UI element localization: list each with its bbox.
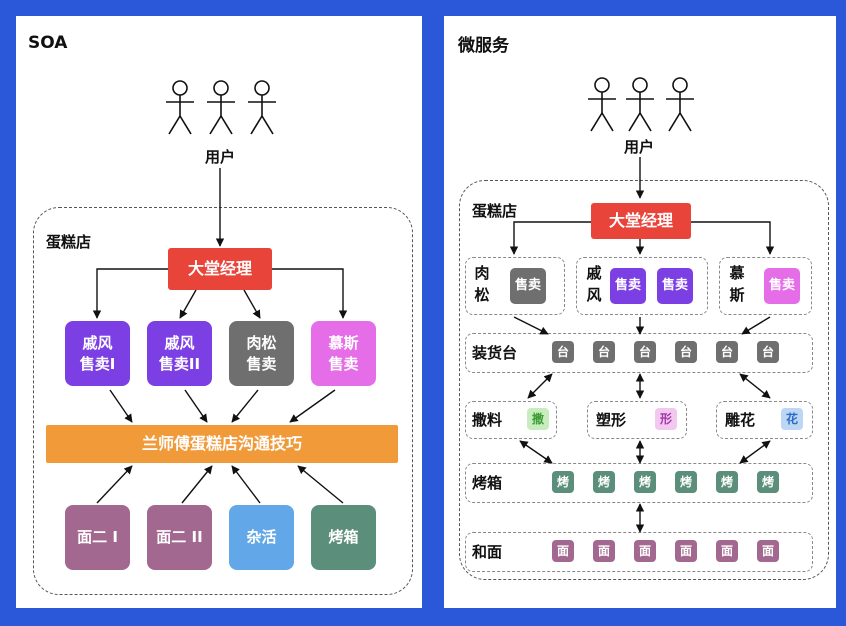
service-name-char: 松 (474, 286, 490, 304)
loading-chip: 台 (593, 341, 615, 363)
manager-to-seller-arrow (179, 289, 197, 319)
soa-bus-bar: 兰师傅蛋糕店沟通技巧 (46, 425, 398, 463)
micro-users-label: 用户 (624, 138, 655, 156)
process-step (465, 401, 557, 439)
sell-service-box: 售卖 (510, 268, 546, 304)
sell-service-box: 售卖 (657, 268, 693, 304)
oven-label: 烤箱 (472, 474, 503, 492)
loading-chip: 台 (716, 341, 738, 363)
soa-seller-box: 戚风售卖I (65, 321, 130, 386)
dough-chip: 面 (634, 540, 656, 562)
oven-chip: 烤 (675, 471, 697, 493)
seller-role: 售卖I (79, 354, 116, 373)
dough-chip: 面 (675, 540, 697, 562)
seller-to-bus-arrow (184, 389, 208, 423)
sell-service-box: 售卖 (764, 268, 800, 304)
process-step-label: 撒料 (472, 411, 503, 429)
dough-chip: 面 (757, 540, 779, 562)
step-oven-arrow (739, 440, 771, 464)
process-step-label: 雕花 (725, 411, 756, 429)
loading-step-arrow (739, 373, 771, 399)
dough-label: 和面 (472, 543, 503, 561)
seller-name: 戚风 (82, 333, 113, 352)
process-step-chip: 花 (781, 408, 803, 430)
micro-title: 微服务 (458, 36, 509, 56)
seller-role: 售卖 (246, 354, 277, 373)
oven-chip: 烤 (552, 471, 574, 493)
process-step (716, 401, 813, 439)
dough-chip: 面 (716, 540, 738, 562)
loading-chip: 台 (634, 341, 656, 363)
soa-title: SOA (28, 33, 68, 53)
watermark: @稀土掘金技术社区 (650, 593, 776, 609)
seller-name: 慕斯 (328, 333, 359, 352)
process-step (587, 401, 687, 439)
soa-worker-box: 面二 II (147, 505, 212, 570)
seller-to-bus-arrow (289, 389, 336, 423)
seller-role: 售卖 (328, 354, 359, 373)
soa-seller-box: 戚风售卖II (147, 321, 212, 386)
service-name-char: 戚 (586, 264, 602, 282)
service-name-char: 斯 (729, 286, 745, 304)
user-icon (588, 77, 616, 132)
dough-chip: 面 (593, 540, 615, 562)
loading-chip: 台 (757, 341, 779, 363)
service-group (576, 257, 708, 315)
group-to-loading-arrow (513, 316, 549, 335)
seller-role: 售卖II (158, 354, 201, 373)
service-name-char: 肉 (474, 264, 490, 282)
service-group (465, 257, 565, 315)
service-group (719, 257, 812, 315)
step-oven-arrow (519, 440, 553, 464)
user-icon (248, 80, 276, 135)
loading-label: 装货台 (472, 344, 518, 362)
soa-seller-box: 慕斯售卖 (311, 321, 376, 386)
soa-worker-box: 烤箱 (311, 505, 376, 570)
loading-chip: 台 (675, 341, 697, 363)
soa-shop-boundary (33, 207, 413, 595)
manager-to-seller-arrow (92, 268, 168, 319)
oven-chip: 烤 (716, 471, 738, 493)
soa-manager-box: 大堂经理 (168, 248, 272, 290)
soa-seller-box: 肉松售卖 (229, 321, 294, 386)
loading-chip: 台 (552, 341, 574, 363)
oven-chip: 烤 (634, 471, 656, 493)
soa-users-label: 用户 (205, 148, 236, 166)
worker-to-bus-arrow (181, 465, 213, 504)
process-step-chip: 形 (655, 408, 677, 430)
process-step-label: 塑形 (596, 411, 627, 429)
loading-step-arrow (527, 373, 553, 399)
worker-to-bus-arrow (297, 465, 344, 504)
user-icon (626, 77, 654, 132)
group-to-loading-arrow (741, 316, 771, 335)
process-step-chip: 撒 (527, 408, 549, 430)
worker-to-bus-arrow (231, 465, 261, 504)
soa-worker-box: 面二 I (65, 505, 130, 570)
user-icon (207, 80, 235, 135)
oven-chip: 烤 (593, 471, 615, 493)
micro-manager-box: 大堂经理 (591, 203, 691, 239)
soa-worker-box: 杂活 (229, 505, 294, 570)
seller-name: 肉松 (246, 333, 277, 352)
micro-shop-label: 蛋糕店 (472, 202, 518, 220)
seller-to-bus-arrow (231, 389, 259, 423)
soa-shop-label: 蛋糕店 (46, 233, 92, 251)
manager-to-seller-arrow (243, 289, 261, 319)
user-icon (666, 77, 694, 132)
manager-to-group-arrow (509, 221, 591, 255)
user-icon (166, 80, 194, 135)
micro-shop-boundary (459, 180, 829, 580)
sell-service-box: 售卖 (610, 268, 646, 304)
seller-to-bus-arrow (109, 389, 133, 423)
seller-name: 戚风 (164, 333, 195, 352)
service-name-char: 慕 (729, 264, 745, 282)
manager-to-group-arrow (691, 221, 775, 255)
manager-to-seller-arrow (272, 268, 348, 319)
oven-chip: 烤 (757, 471, 779, 493)
service-name-char: 风 (586, 286, 602, 304)
dough-chip: 面 (552, 540, 574, 562)
worker-to-bus-arrow (96, 465, 133, 504)
